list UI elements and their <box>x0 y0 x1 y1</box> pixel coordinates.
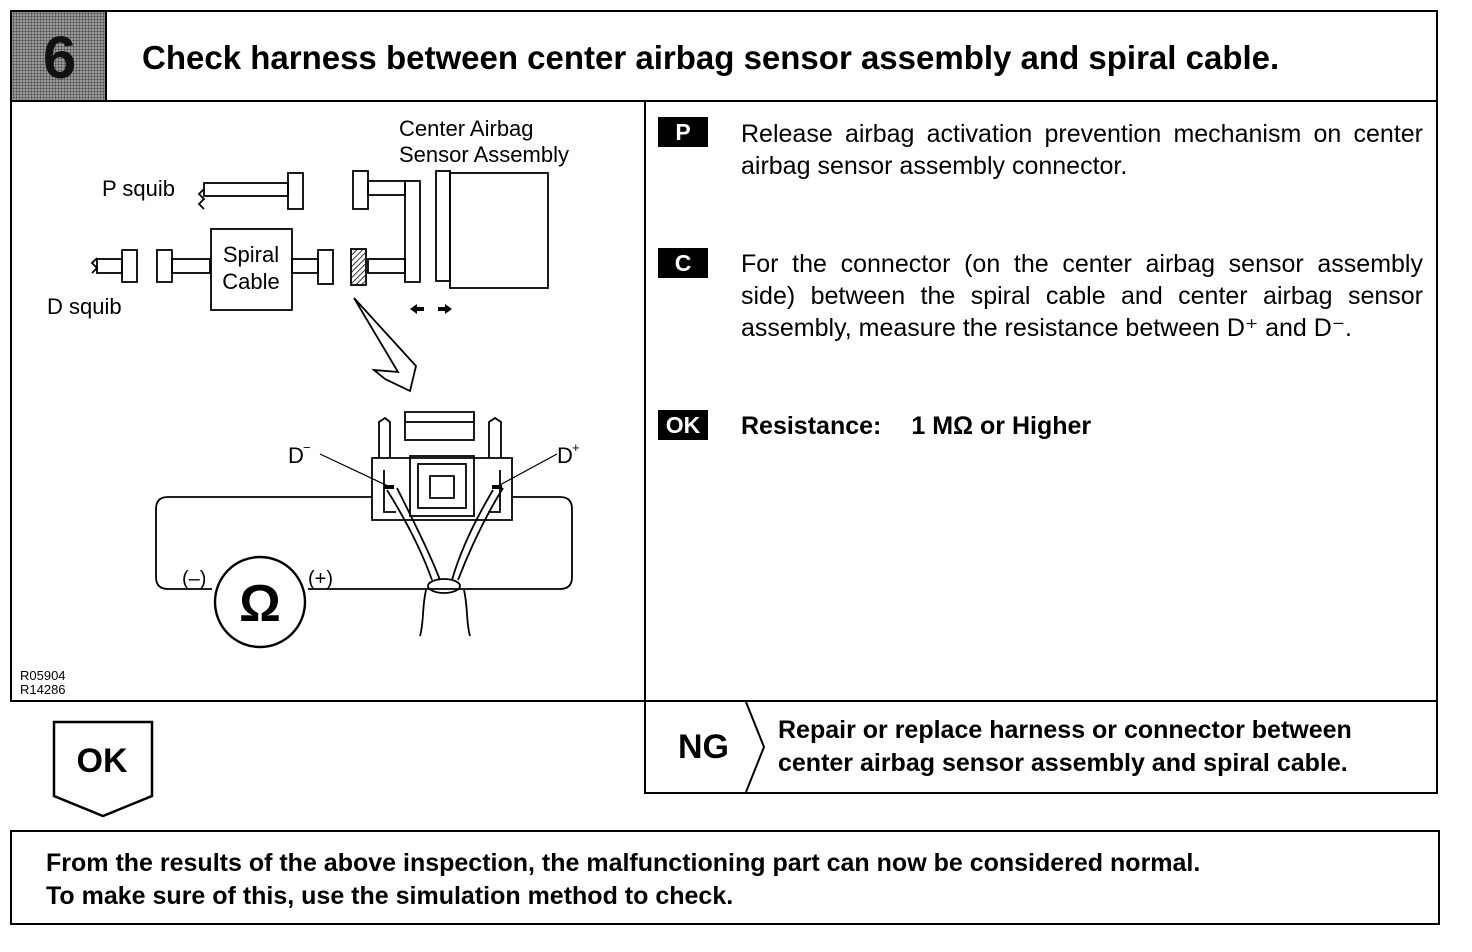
d-squib-connector <box>90 249 211 283</box>
step-title: Check harness between center airbag sens… <box>142 39 1280 76</box>
label-d-plus-sup: + <box>572 440 580 455</box>
probe-wires <box>386 487 504 637</box>
tag-p: P <box>658 117 708 147</box>
figure-code: R05904 R14286 <box>20 669 66 697</box>
figure-code-1: R05904 <box>20 668 66 683</box>
label-d-plus: D <box>557 443 573 468</box>
resistance-value: 1 MΩ or Higher <box>911 412 1092 440</box>
resistance-result: Resistance: 1 MΩ or Higher <box>741 410 1091 442</box>
hatched-connector <box>350 248 367 286</box>
label-d-minus: D <box>288 443 304 468</box>
label-meter-plus: (+) <box>308 568 333 590</box>
conclusion-line-2: To make sure of this, use the simulation… <box>46 882 734 910</box>
ng-chevron <box>745 702 766 792</box>
label-center-airbag-2: Sensor Assembly <box>399 142 569 167</box>
resistance-label: Resistance: <box>741 412 882 440</box>
step-number-box <box>12 12 107 100</box>
conclusion-box: From the results of the above inspection… <box>10 830 1440 925</box>
conclusion-text: From the results of the above inspection… <box>46 847 1200 913</box>
ng-label: NG <box>678 728 729 766</box>
label-meter-minus: (–) <box>182 568 206 590</box>
panel-divider <box>644 102 646 700</box>
sensor-side-connector <box>352 170 421 283</box>
conclusion-line-1: From the results of the above inspection… <box>46 849 1201 877</box>
slide-direction-arrows <box>410 304 452 314</box>
label-p-squib: P squib <box>102 176 175 201</box>
label-center-airbag-1: Center Airbag <box>399 116 534 141</box>
ok-label: OK <box>76 742 128 780</box>
step-number: 6 <box>42 24 77 91</box>
connector-detail <box>371 411 513 521</box>
wiring-diagram-svg: Center Airbag Sensor Assembly P squib D … <box>47 116 580 649</box>
spiral-cable-output-connector <box>291 249 334 285</box>
pointer-arrow <box>353 297 417 393</box>
tag-ok: OK <box>658 410 708 440</box>
ohm-symbol: Ω <box>239 575 281 633</box>
tag-c: C <box>658 248 708 278</box>
label-d-minus-sup: − <box>303 440 311 455</box>
ok-arrow-shape <box>52 720 154 818</box>
center-airbag-sensor-box <box>435 170 549 289</box>
wiring-diagram: Center Airbag Sensor Assembly P squib D … <box>12 102 644 700</box>
ng-instruction-line-1: Repair or replace harness or connector b… <box>778 716 1352 744</box>
step-header: 6 Check harness between center airbag se… <box>10 10 1438 102</box>
ng-instruction-line-2: center airbag sensor assembly and spiral… <box>778 749 1348 777</box>
instruction-p-text: Release airbag activation prevention mec… <box>741 120 1423 180</box>
meter-circuit <box>155 496 573 649</box>
ng-result-box: NG Repair or replace harness or connecto… <box>644 702 1438 794</box>
inspection-panel: Center Airbag Sensor Assembly P squib D … <box>10 102 1438 702</box>
p-squib-connector <box>197 172 304 210</box>
ng-instruction: Repair or replace harness or connector b… <box>778 714 1352 780</box>
label-spiral-2: Cable <box>222 269 279 294</box>
instruction-c-text: For the connector (on the center airbag … <box>741 250 1423 342</box>
label-d-squib: D squib <box>47 294 122 319</box>
figure-code-2: R14286 <box>20 682 66 697</box>
label-spiral-1: Spiral <box>223 242 279 267</box>
